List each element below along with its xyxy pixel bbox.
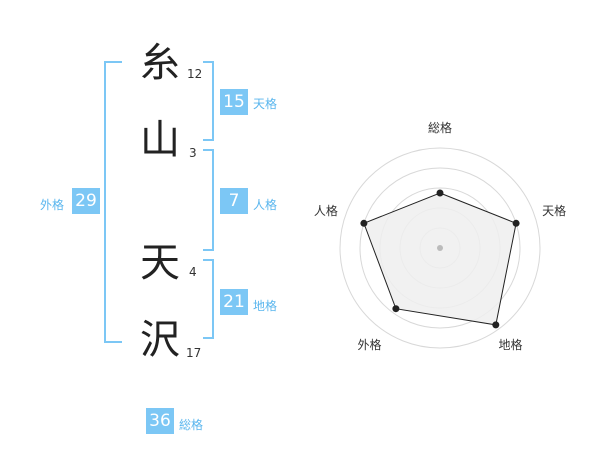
name-char-1: 糸 (140, 40, 180, 86)
gaikaku-bracket (104, 61, 122, 343)
radar-axis-label-1: 総格 (428, 120, 452, 135)
name-char-3: 天 (140, 240, 180, 286)
name-char-4: 沢 (140, 317, 180, 363)
radar-axis-label-2: 天格 (542, 203, 566, 218)
chikaku-label: 地格 (253, 299, 278, 313)
radar-axis-label-3: 地格 (498, 337, 522, 352)
gaikaku-label: 外格 (40, 198, 65, 212)
stroke-count-1: 12 (187, 67, 203, 81)
radar-point-5 (360, 219, 368, 227)
radar-grid-ring (339, 147, 541, 349)
stroke-count-3: 4 (189, 265, 197, 279)
stroke-count-4: 17 (186, 346, 202, 360)
radar-center-dot (437, 245, 443, 251)
radar-grid-ring (359, 167, 521, 329)
soukaku-label: 総格 (179, 418, 204, 432)
chikaku-bracket (203, 259, 214, 339)
tenkaku-value: 15 (220, 89, 248, 115)
jinkaku-label: 人格 (253, 198, 278, 212)
radar-axis-label-5: 人格 (314, 203, 338, 218)
chikaku-value: 21 (220, 289, 248, 315)
tenkaku-label: 天格 (253, 97, 278, 111)
radar-data-polygon (363, 192, 517, 326)
jinkaku-bracket (203, 149, 214, 251)
tenkaku-bracket (203, 61, 214, 141)
soukaku-value: 36 (146, 408, 174, 434)
radar-point-4 (392, 305, 400, 313)
radar-point-2 (512, 219, 520, 227)
jinkaku-value: 7 (220, 188, 248, 214)
radar-point-3 (492, 321, 500, 329)
radar-point-1 (436, 189, 444, 197)
name-char-2: 山 (140, 117, 180, 163)
radar-axis-label-4: 外格 (357, 337, 381, 352)
gaikaku-value: 29 (72, 188, 100, 214)
stroke-count-2: 3 (189, 146, 197, 160)
